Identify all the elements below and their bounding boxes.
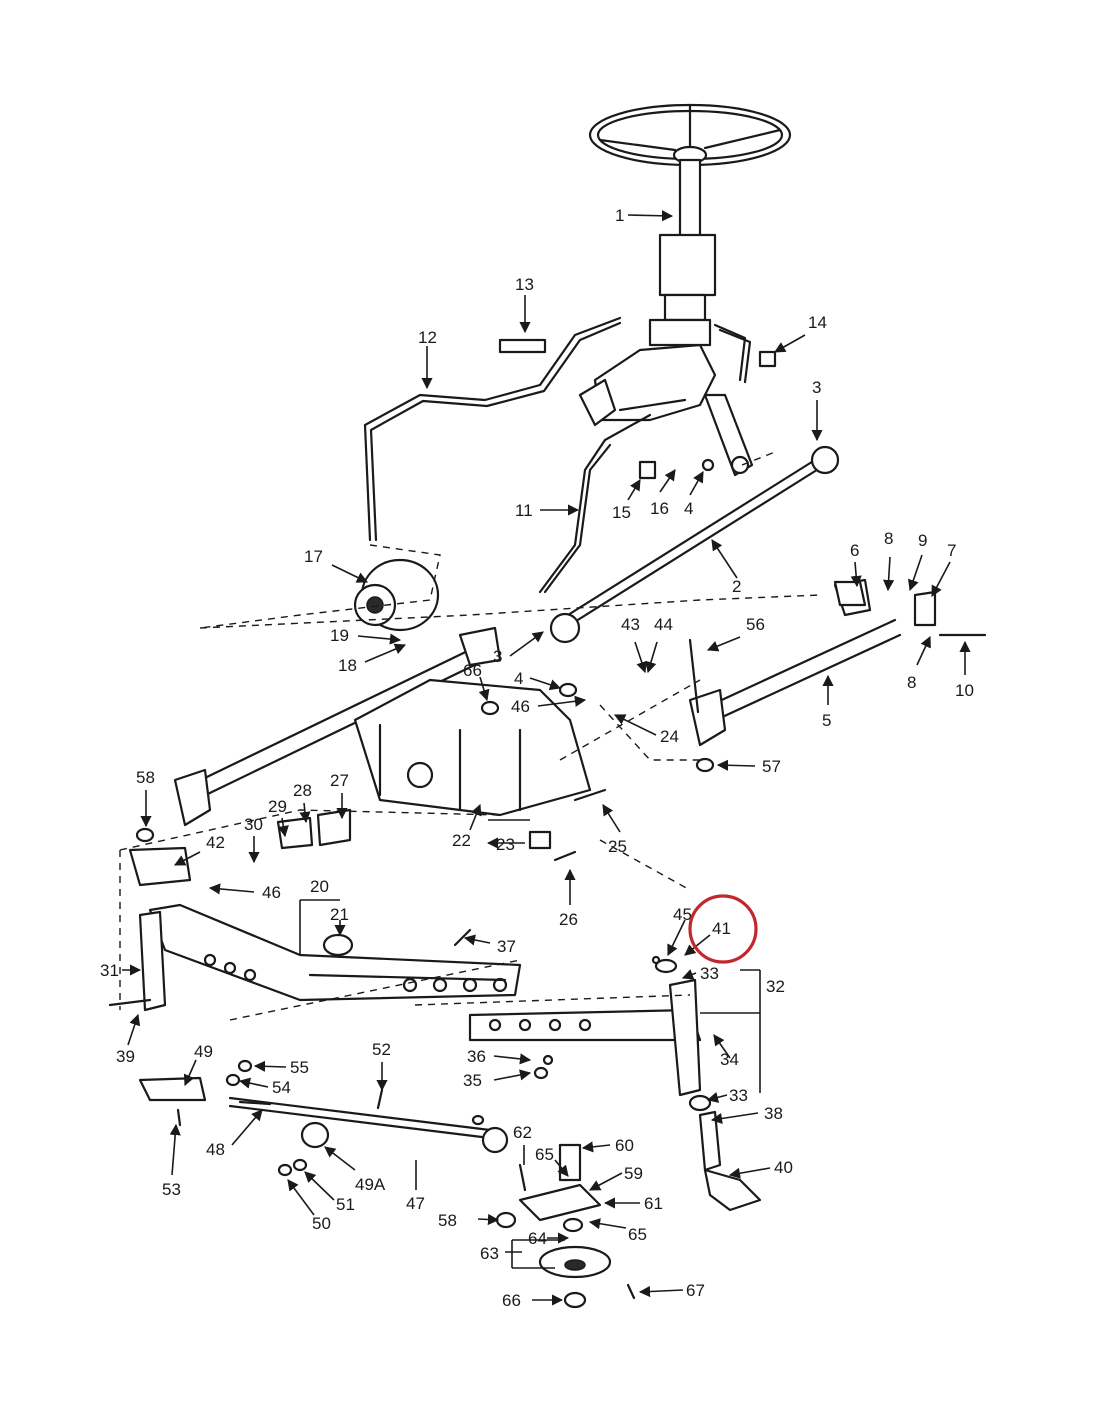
pitman-arm — [703, 393, 754, 477]
callout-9: 9 — [918, 531, 927, 550]
callout-26: 26 — [559, 910, 578, 929]
callout-4-top: 4 — [684, 499, 693, 518]
callout-46-mid: 46 — [511, 697, 530, 716]
callout-labels: 1 13 12 14 3 11 15 16 4 2 17 19 18 3 66 … — [100, 206, 974, 1310]
callout-29: 29 — [268, 797, 287, 816]
callout-58-top: 58 — [136, 768, 155, 787]
callout-61: 61 — [644, 1194, 663, 1213]
callout-15: 15 — [612, 503, 631, 522]
small-hardware — [128, 338, 987, 1300]
callout-19: 19 — [330, 626, 349, 645]
callout-14: 14 — [808, 313, 827, 332]
callout-31: 31 — [100, 961, 119, 980]
callout-38: 38 — [764, 1104, 783, 1123]
axle-support — [353, 678, 592, 817]
callout-8-top: 8 — [884, 529, 893, 548]
callout-20: 20 — [310, 877, 329, 896]
callout-60: 60 — [615, 1136, 634, 1155]
callout-62: 62 — [513, 1123, 532, 1142]
highlight-circle — [688, 894, 758, 964]
callout-63: 63 — [480, 1244, 499, 1263]
callout-65-top: 65 — [535, 1145, 554, 1164]
callout-16: 16 — [650, 499, 669, 518]
callout-45: 45 — [673, 905, 692, 924]
steering-gear-box — [578, 318, 717, 427]
callout-56: 56 — [746, 615, 765, 634]
callout-11: 11 — [515, 501, 533, 520]
callout-64: 64 — [528, 1229, 547, 1248]
callout-13: 13 — [515, 275, 534, 294]
hydraulic-pump — [353, 558, 440, 632]
callout-40: 40 — [774, 1158, 793, 1177]
callout-37: 37 — [497, 937, 516, 956]
callout-49: 49 — [194, 1042, 213, 1061]
callout-32: 32 — [766, 977, 785, 996]
callout-23: 23 — [496, 835, 515, 854]
dashed-guides — [119, 451, 821, 1021]
callout-4-mid: 4 — [514, 669, 523, 688]
callout-39: 39 — [116, 1047, 135, 1066]
callout-33-top: 33 — [700, 964, 719, 983]
callout-leaders — [122, 210, 971, 1306]
callout-43: 43 — [621, 615, 640, 634]
steering-arm-assembly — [518, 1143, 612, 1309]
callout-10: 10 — [955, 681, 974, 700]
callout-33-bottom: 33 — [729, 1086, 748, 1105]
callout-55: 55 — [290, 1058, 309, 1077]
callout-28: 28 — [293, 781, 312, 800]
callout-8-bottom: 8 — [907, 673, 916, 692]
callout-5: 5 — [822, 711, 831, 730]
callout-27: 27 — [330, 771, 349, 790]
drag-link — [549, 445, 840, 644]
callout-57: 57 — [762, 757, 781, 776]
steering-column — [658, 158, 717, 322]
callout-51: 51 — [336, 1195, 355, 1214]
callout-35: 35 — [463, 1071, 482, 1090]
callout-3-top: 3 — [812, 378, 821, 397]
callout-52: 52 — [372, 1040, 391, 1059]
callout-41: 41 — [712, 919, 731, 938]
callout-2: 2 — [732, 577, 741, 596]
callout-22: 22 — [452, 831, 471, 850]
callout-66-bottom: 66 — [502, 1291, 521, 1310]
callout-6: 6 — [850, 541, 859, 560]
callout-49a: 49A — [355, 1175, 386, 1194]
callout-44: 44 — [654, 615, 673, 634]
callout-58-bottom: 58 — [438, 1211, 457, 1230]
callout-17: 17 — [304, 547, 323, 566]
callout-65-bottom: 65 — [628, 1225, 647, 1244]
callout-18: 18 — [338, 656, 357, 675]
callout-21: 21 — [330, 905, 349, 924]
steering-wheel — [588, 103, 792, 167]
tie-rod — [138, 1076, 509, 1154]
callout-66-top: 66 — [463, 661, 482, 680]
callout-46-bottom: 46 — [262, 883, 281, 902]
callout-47: 47 — [406, 1194, 425, 1213]
callout-50: 50 — [312, 1214, 331, 1233]
callout-24: 24 — [660, 727, 679, 746]
callout-48: 48 — [206, 1140, 225, 1159]
callout-53: 53 — [162, 1180, 181, 1199]
spindles — [108, 910, 762, 1212]
front-axle-right — [468, 978, 702, 1097]
callout-3-mid: 3 — [493, 647, 502, 666]
callout-25: 25 — [608, 837, 627, 856]
callout-34: 34 — [720, 1050, 739, 1069]
callout-12: 12 — [418, 328, 437, 347]
callout-42: 42 — [206, 833, 225, 852]
front-axle-left — [148, 903, 522, 1002]
callout-30: 30 — [244, 815, 263, 834]
callout-7: 7 — [947, 541, 956, 560]
callout-54: 54 — [272, 1078, 291, 1097]
callout-67: 67 — [686, 1281, 705, 1300]
callout-36: 36 — [467, 1047, 486, 1066]
callout-59: 59 — [624, 1164, 643, 1183]
hydraulic-lines — [363, 316, 752, 594]
callout-1: 1 — [615, 206, 624, 225]
